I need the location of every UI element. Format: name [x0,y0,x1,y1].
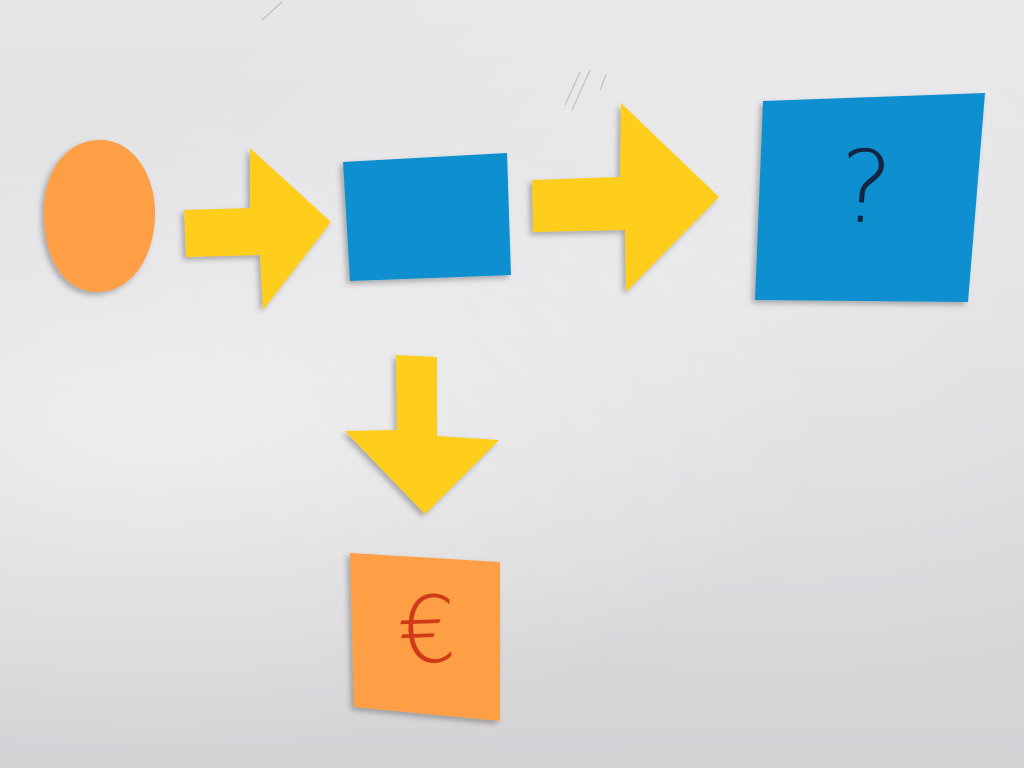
blue-question-note [755,93,985,302]
blue-process-box [343,153,511,281]
arrow-right-2 [532,103,719,292]
arrow-down [345,355,499,514]
board-smudge [261,1,607,111]
arrow-right-1 [184,148,331,310]
start-oval [43,139,156,293]
orange-euro-note [350,553,500,721]
